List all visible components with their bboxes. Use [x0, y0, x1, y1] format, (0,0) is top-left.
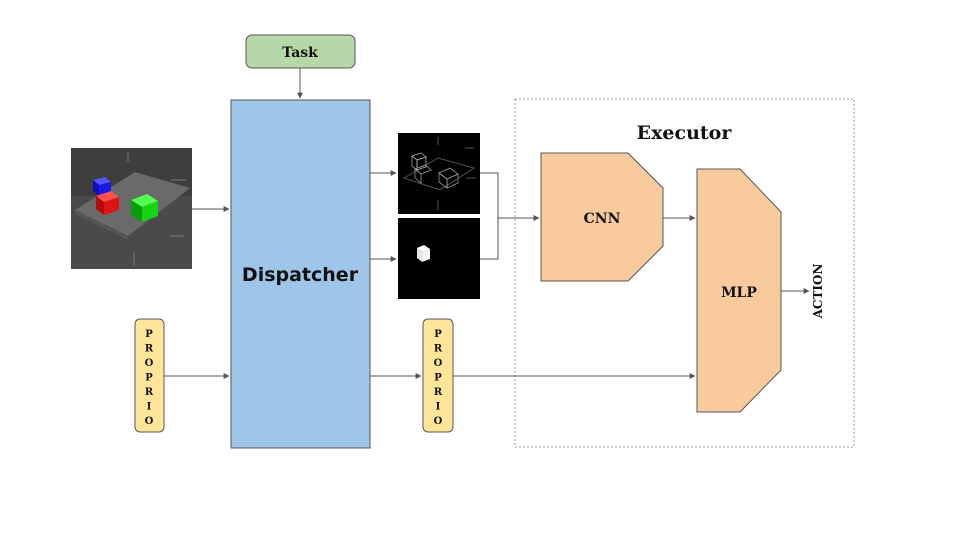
mlp-block: [696, 168, 782, 413]
proprio-letter: R: [145, 387, 154, 398]
executor-container: [514, 98, 855, 448]
edge-mask-image: [398, 133, 480, 214]
object-mask-image: [398, 218, 480, 299]
object-mask-to-cnn-line: [480, 218, 499, 260]
proprio-letter: I: [436, 402, 441, 413]
dispatcher-box: [230, 99, 371, 449]
proprio-letter: I: [147, 402, 152, 413]
proprio-letter: O: [434, 416, 443, 427]
proprio-letter: P: [145, 373, 153, 384]
executor-title: Executor: [637, 122, 733, 144]
mlp-label: MLP: [721, 285, 757, 301]
proprio-letter: O: [434, 358, 443, 369]
proprio-letter: P: [434, 373, 442, 384]
proprio-letter: R: [145, 344, 154, 355]
proprio-letter: P: [434, 329, 442, 340]
edge-mask-to-cnn-line: [480, 172, 499, 218]
cnn-label: CNN: [584, 211, 621, 227]
proprio-letter: O: [145, 416, 154, 427]
cnn-block: [540, 152, 664, 282]
proprio-letter: O: [145, 358, 154, 369]
proprio-letter: R: [434, 344, 443, 355]
proprio-letter: R: [434, 387, 443, 398]
dispatcher-label: Dispatcher: [242, 264, 359, 286]
task-label: Task: [282, 45, 318, 61]
proprio-letter: P: [145, 329, 153, 340]
3d-cube-scene-image: [71, 148, 192, 269]
action-label: ACTION: [811, 264, 825, 320]
